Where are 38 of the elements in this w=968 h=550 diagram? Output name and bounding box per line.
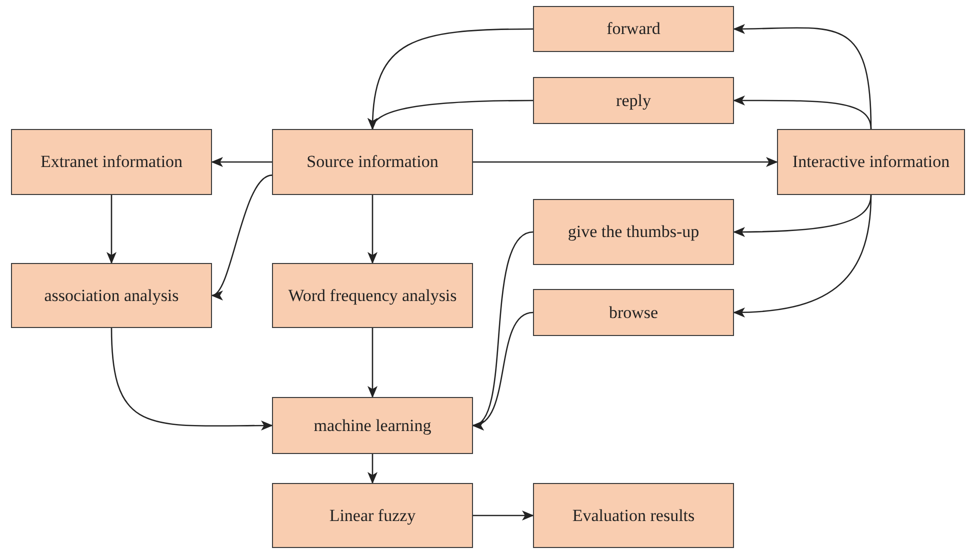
process-box [11, 263, 212, 328]
arrow [733, 194, 872, 237]
process-box [11, 129, 212, 195]
arrow [472, 231, 534, 426]
arrow [733, 96, 872, 130]
arrow [733, 194, 872, 318]
arrow [110, 328, 273, 431]
process-box [272, 483, 473, 548]
process-box [533, 289, 734, 336]
process-box [777, 129, 965, 195]
process-box [272, 129, 473, 195]
box-label: give the thumbs-up [568, 221, 700, 243]
arrow [368, 454, 378, 484]
arrow [370, 100, 533, 130]
process-box [533, 6, 734, 52]
arrow [368, 195, 378, 264]
box-label: Interactive information [792, 151, 950, 173]
process-box [533, 199, 734, 265]
box-label: browse [608, 302, 658, 324]
box-label: Source information [306, 151, 438, 173]
box-label: association analysis [44, 284, 179, 307]
box-label: machine learning [314, 414, 432, 437]
box-label: Linear fuzzy [329, 504, 416, 527]
arrow [211, 157, 272, 167]
arrow [368, 328, 378, 398]
arrow [473, 510, 534, 520]
arrow [472, 312, 534, 428]
box-label: Evaluation results [572, 504, 695, 526]
box-label: Word frequency analysis [288, 284, 457, 307]
process-box [272, 397, 473, 454]
box-label: reply [616, 90, 651, 112]
box-label: forward [606, 18, 660, 40]
process-box [533, 77, 734, 124]
box-label: Extranet information [40, 151, 183, 173]
process-box [533, 483, 734, 548]
process-box [272, 263, 473, 328]
arrow [106, 195, 116, 264]
arrow [473, 157, 778, 167]
